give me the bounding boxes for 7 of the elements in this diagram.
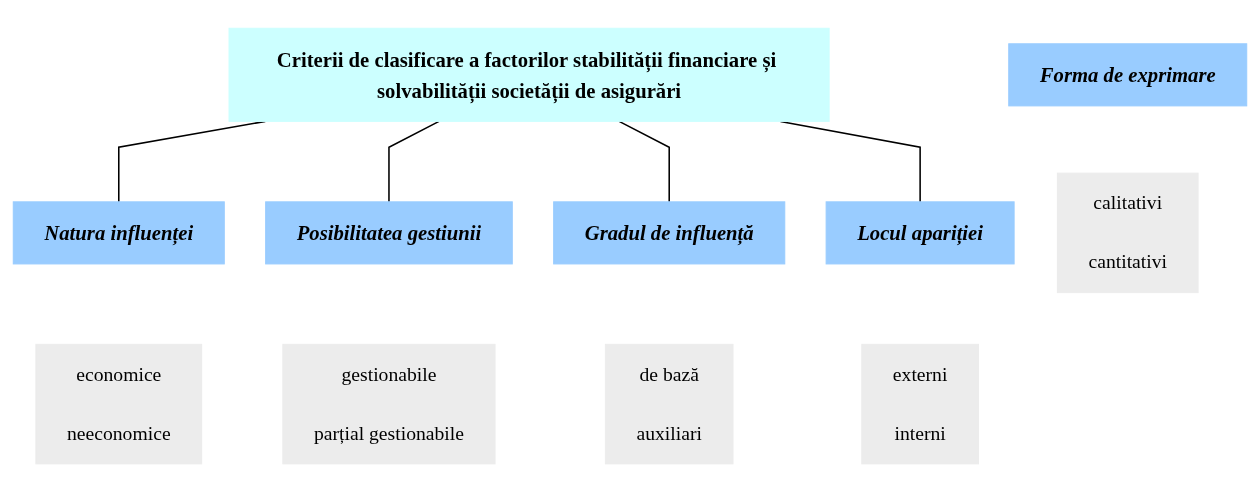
node-box: Locul apariției — [825, 201, 1015, 265]
node-box: Natura influenței — [12, 201, 225, 265]
node-box: Posibilitatea gestiunii — [264, 201, 513, 265]
node-box: Forma de exprimare — [1007, 43, 1247, 107]
node-box: Gradul de influență — [552, 201, 785, 265]
node-box: Criterii de clasificare a factorilor stabilității financiare și solvabilității societății de asigurări — [228, 27, 830, 122]
connector — [387, 120, 440, 203]
